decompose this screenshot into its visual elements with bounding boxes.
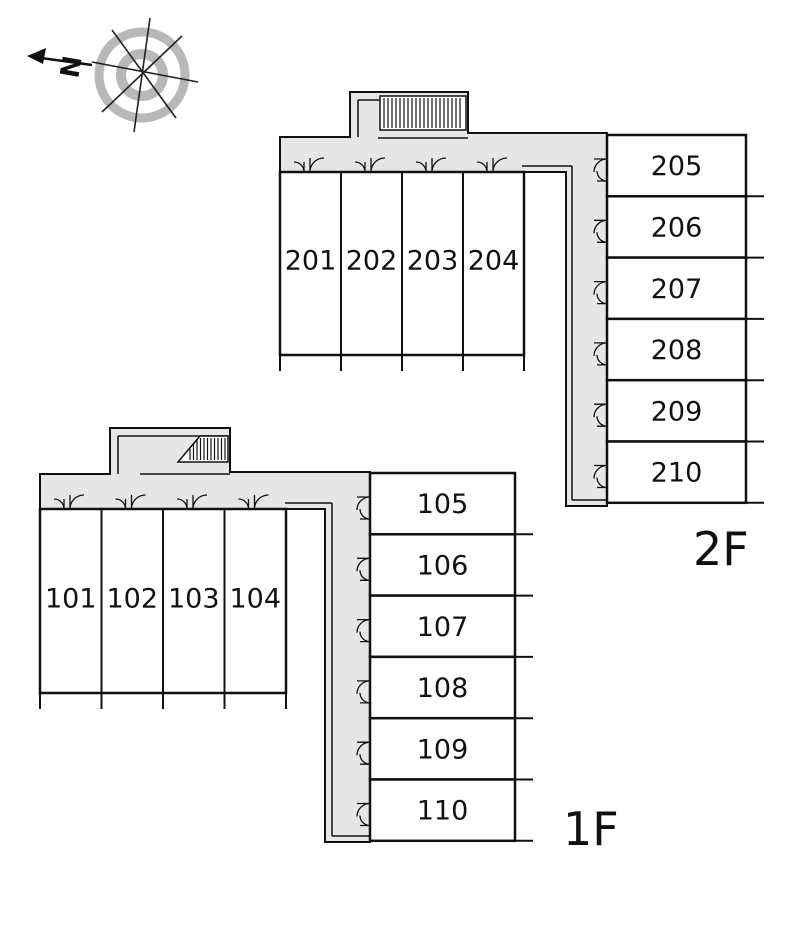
side-units-2f: 205 206 207 208 209 210 xyxy=(593,133,764,505)
top-units-2f: 201 202 203 204 xyxy=(279,157,525,371)
unit-room xyxy=(368,778,517,843)
stairs-1f xyxy=(176,435,229,463)
unit-room xyxy=(605,133,748,198)
unit-room xyxy=(368,471,517,536)
compass-rose-lines xyxy=(91,17,199,133)
unit-room xyxy=(368,533,517,597)
compass: N xyxy=(27,17,199,133)
door-icon xyxy=(354,157,386,173)
unit-number-label: 204 xyxy=(468,246,520,277)
unit-number-label: 105 xyxy=(417,489,469,520)
unit-number-label: 101 xyxy=(45,584,97,615)
unit-room xyxy=(605,440,748,505)
unit-room xyxy=(223,508,287,694)
unit-room xyxy=(368,655,517,720)
compass-north-letter: N xyxy=(55,54,88,81)
door-icon xyxy=(593,280,608,305)
door-icon xyxy=(293,157,325,173)
floor-1f: 101 102 103 104 105 106 107 108 109 110 1F xyxy=(38,427,619,856)
door-icon xyxy=(593,464,608,489)
unit-number-label: 205 xyxy=(651,151,703,182)
door-icon xyxy=(356,680,371,704)
door-icon xyxy=(53,494,85,510)
door-icon xyxy=(593,342,608,366)
door-icon xyxy=(238,494,269,510)
door-icon xyxy=(593,403,608,427)
door-icon xyxy=(356,496,371,520)
compass-ring-outer xyxy=(94,27,190,123)
unit-number-label: 108 xyxy=(417,673,469,704)
unit-number-label: 110 xyxy=(417,796,469,827)
unit-number-label: 210 xyxy=(651,458,703,489)
door-icon xyxy=(356,741,371,765)
unit-number-label: 109 xyxy=(417,734,469,765)
floor-2f: 201 202 203 204 205 206 207 208 209 210 2F xyxy=(278,91,764,576)
door-icon xyxy=(115,494,146,510)
unit-number-label: 203 xyxy=(407,246,459,277)
stairs-2f-treads xyxy=(383,98,461,128)
unit-room xyxy=(605,317,748,382)
side-units-1f: 105 106 107 108 109 110 xyxy=(356,471,533,843)
door-icon xyxy=(476,157,508,173)
unit-number-label: 209 xyxy=(651,396,703,427)
unit-room xyxy=(605,378,748,443)
unit-room xyxy=(368,594,517,659)
unit-number-label: 202 xyxy=(346,246,398,277)
unit-number-label: 106 xyxy=(417,550,469,581)
stairs-1f-treads xyxy=(189,438,226,460)
door-icon xyxy=(356,802,371,827)
door-icon xyxy=(593,158,608,182)
unit-number-label: 201 xyxy=(285,246,337,277)
door-icon xyxy=(593,219,608,243)
door-icon xyxy=(415,157,447,173)
top-units-1f: 101 102 103 104 xyxy=(39,494,287,709)
floor-label-1f: 1F xyxy=(563,802,619,856)
unit-number-label: 104 xyxy=(229,584,281,615)
unit-room xyxy=(605,195,748,259)
door-icon xyxy=(176,494,208,510)
door-icon xyxy=(356,618,371,643)
stairs-2f xyxy=(379,95,467,131)
unit-room xyxy=(368,716,517,781)
unit-number-label: 107 xyxy=(417,612,469,643)
door-icon xyxy=(356,557,371,581)
unit-number-label: 102 xyxy=(106,584,158,615)
unit-number-label: 208 xyxy=(651,335,703,366)
unit-number-label: 206 xyxy=(651,212,703,243)
unit-number-label: 207 xyxy=(651,274,703,305)
north-arrow-head-icon xyxy=(27,48,46,64)
floor-label-2f: 2F xyxy=(693,522,749,576)
unit-number-label: 103 xyxy=(168,584,220,615)
unit-room xyxy=(605,256,748,321)
